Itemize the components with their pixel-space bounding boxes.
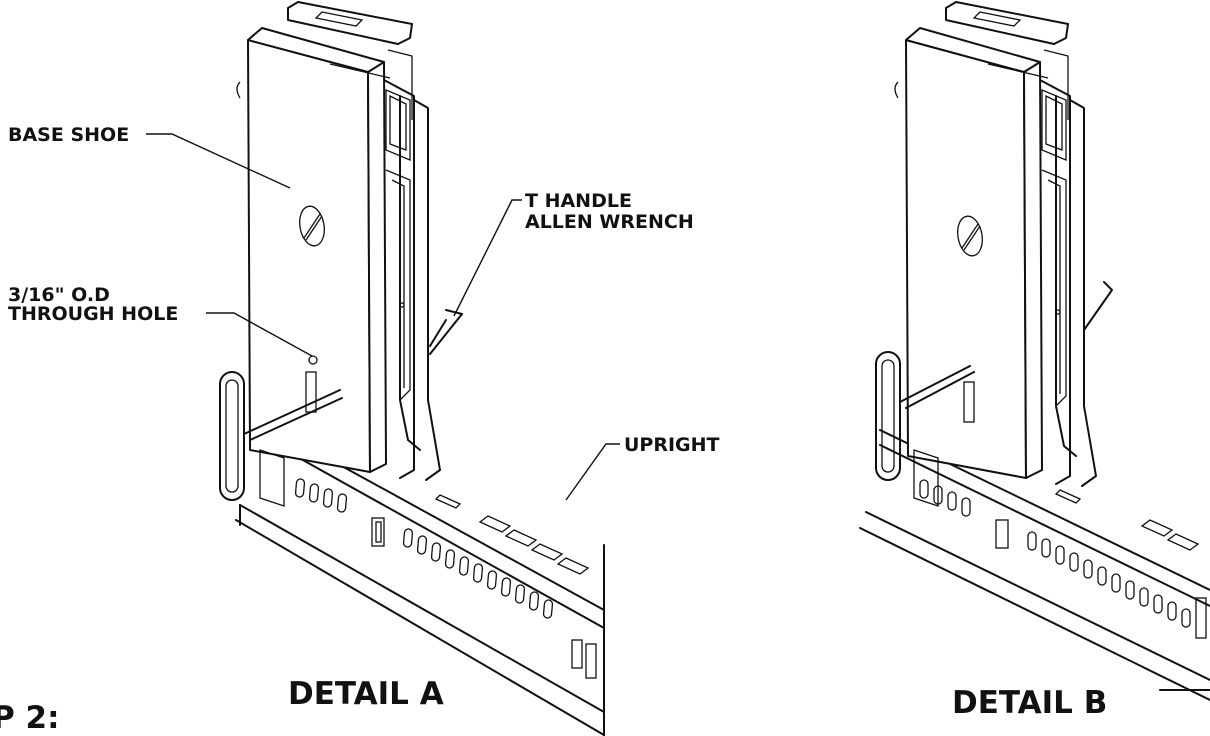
callout-t-handle-line1: T HANDLE bbox=[525, 190, 632, 212]
step-label: P 2: bbox=[0, 700, 59, 736]
leader-lines bbox=[146, 133, 620, 501]
detail-a-t-handle-wrench bbox=[219, 309, 463, 507]
captions: DETAIL A DETAIL B P 2: bbox=[0, 676, 1107, 736]
detail-b-base-shoe bbox=[894, 1, 1069, 479]
callout-through-hole-line2: THROUGH HOLE bbox=[8, 303, 178, 325]
detail-a-drawing bbox=[219, 1, 605, 736]
detail-b-t-handle-wrench bbox=[875, 281, 1113, 507]
callout-upright: UPRIGHT bbox=[624, 434, 720, 456]
callout-base-shoe: BASE SHOE bbox=[8, 124, 129, 146]
detail-b-upright bbox=[859, 429, 1210, 701]
leader-upright bbox=[565, 443, 620, 501]
caption-detail-b: DETAIL B bbox=[952, 685, 1107, 721]
callouts: BASE SHOE 3/16" O.D THROUGH HOLE T HANDL… bbox=[8, 124, 720, 456]
leader-t-handle bbox=[453, 199, 522, 317]
caption-detail-a: DETAIL A bbox=[288, 676, 444, 712]
detail-a-base-shoe bbox=[236, 1, 413, 473]
detail-b-drawing bbox=[859, 1, 1210, 701]
leader-base-shoe bbox=[146, 133, 291, 189]
detail-a-side-channel bbox=[383, 79, 441, 481]
leader-through-hole bbox=[206, 312, 313, 357]
callout-t-handle-line2: ALLEN WRENCH bbox=[525, 211, 694, 233]
detail-b-side-channel bbox=[1039, 79, 1097, 487]
callout-through-hole-line1: 3/16" O.D bbox=[8, 284, 110, 306]
